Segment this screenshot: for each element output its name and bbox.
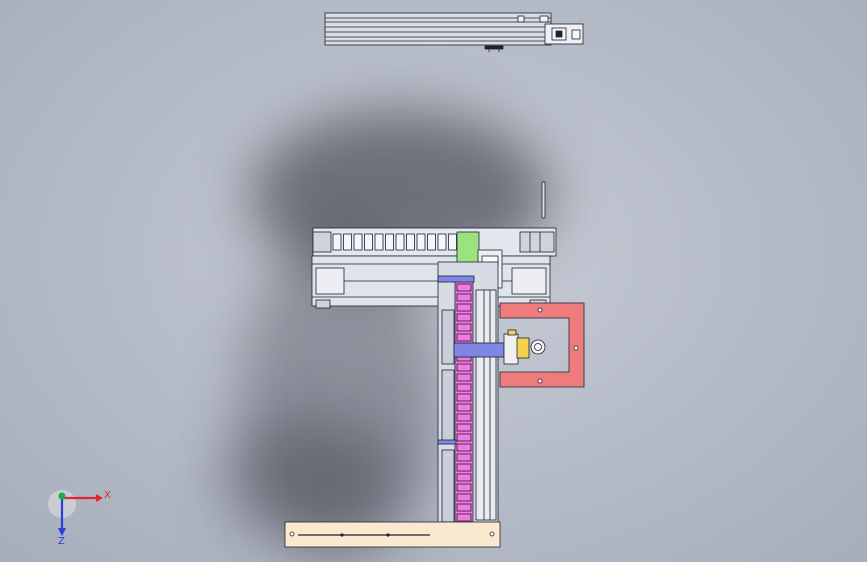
blue-plate-upper: [437, 275, 475, 283]
chain-link: [456, 443, 472, 452]
blue-plate-lower: [437, 439, 457, 445]
chain-link: [374, 233, 384, 251]
thin-plate: [541, 181, 546, 219]
chain-link: [456, 433, 472, 442]
base-plate: [284, 521, 501, 548]
chain-link: [385, 233, 394, 251]
chain-link: [456, 313, 472, 322]
gripper-frame: [499, 302, 585, 388]
chain-link: [456, 513, 472, 522]
chain-link: [456, 423, 472, 432]
chain-link: [406, 233, 415, 251]
horizontal-cable-carrier: [312, 227, 557, 257]
chain-link: [456, 483, 472, 492]
chain-link: [456, 473, 472, 482]
ambient-shadow-bottom: [220, 420, 400, 540]
x-axis-label: X: [104, 490, 111, 501]
chain-link: [456, 323, 472, 332]
top-linear-module: [324, 12, 584, 52]
chain-link: [456, 463, 472, 472]
z-axis-label: Z: [58, 536, 65, 547]
chain-link: [437, 233, 447, 251]
orientation-triad: X Y Z: [48, 490, 111, 547]
chain-link: [456, 293, 472, 302]
chain-link: [456, 373, 472, 382]
chain-link: [456, 383, 472, 392]
chain-link: [456, 303, 472, 312]
chain-link: [456, 503, 472, 512]
vertical-cable-chain: [454, 279, 474, 531]
gantry-frame: [311, 255, 551, 309]
chain-link: [456, 333, 472, 342]
chain-link: [456, 413, 472, 422]
chain-link: [427, 233, 436, 251]
chain-link: [448, 233, 457, 251]
blue-plate-arm: [453, 342, 505, 358]
gripper-head: [503, 329, 546, 365]
chain-link: [456, 363, 472, 372]
chain-link: [353, 233, 363, 251]
chain-link: [364, 233, 373, 251]
chain-link: [456, 393, 472, 402]
chain-link: [456, 493, 472, 502]
chain-link: [395, 233, 405, 251]
chain-link: [332, 233, 342, 251]
chain-link: [456, 403, 472, 412]
chain-link: [456, 453, 472, 462]
chain-link: [343, 233, 352, 251]
chain-link: [416, 233, 426, 251]
chain-link: [456, 283, 472, 292]
